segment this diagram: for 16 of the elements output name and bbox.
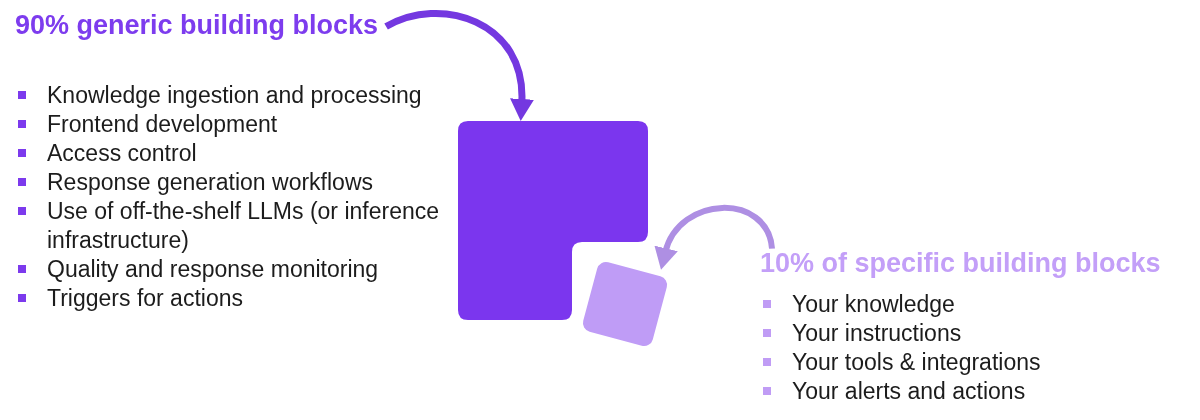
list-item: Quality and response monitoring (47, 255, 380, 284)
curved-arrow (384, 10, 534, 121)
l-shaped-block (458, 121, 648, 320)
list-item: Frontend development (47, 110, 279, 139)
list-item: Your instructions (792, 319, 963, 348)
list-item: Your knowledge (792, 290, 956, 319)
list-item: Use of off-the-shelf LLMs (or inference infrastructure) (47, 197, 441, 255)
curved-arrow (655, 204, 775, 270)
list-item: Knowledge ingestion and processing (47, 81, 423, 110)
list-item: Your alerts and actions (792, 377, 1027, 406)
list-item: Response generation workflows (47, 168, 374, 197)
list-item: Access control (47, 139, 198, 168)
section-heading: 90% generic building blocks (15, 9, 379, 41)
section-heading: 10% of specific building blocks (760, 247, 1161, 279)
list-item: Triggers for actions (47, 284, 244, 313)
list-item: Your tools & integrations (792, 348, 1042, 377)
